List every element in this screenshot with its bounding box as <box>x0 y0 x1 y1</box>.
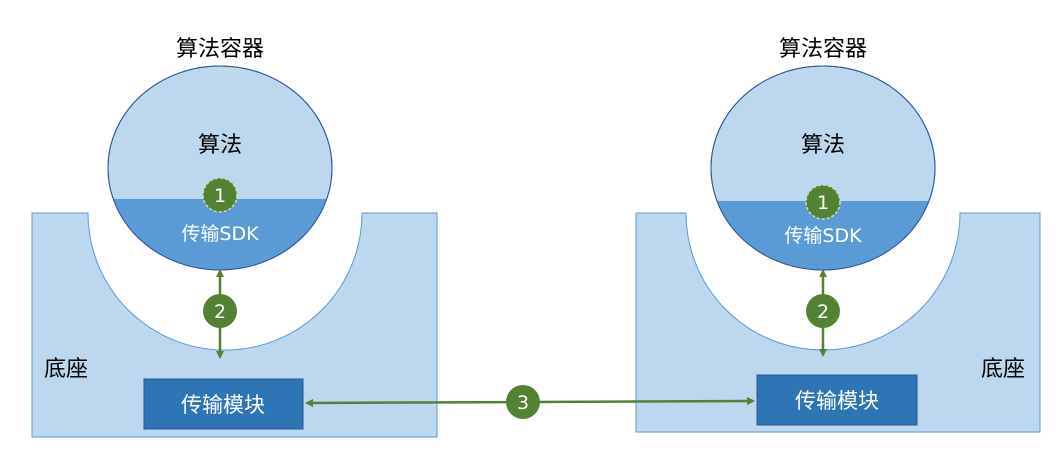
right-base-label: 底座 <box>981 357 1025 382</box>
left-algorithm-label: 算法 <box>198 133 242 158</box>
right-badge-2 <box>806 294 840 328</box>
right-badge-1 <box>805 184 841 220</box>
left-base-label: 底座 <box>44 357 88 382</box>
right-module-label: 传输模块 <box>795 389 879 413</box>
right-sdk-label: 传输SDK <box>784 225 862 247</box>
left-badge-1-label: 1 <box>214 185 226 207</box>
right-algorithm-label: 算法 <box>801 133 845 158</box>
link-group: 3 <box>305 385 755 419</box>
left-badge-2-label: 2 <box>214 301 226 323</box>
left-transmission-module <box>143 378 304 430</box>
left-base <box>31 212 438 438</box>
link-badge-3 <box>506 385 540 419</box>
link-badge-3-label: 3 <box>517 392 529 414</box>
left-container-label: 算法容器 <box>176 37 264 62</box>
left-group: 算法容器 算法 传输SDK 底座 传输模块 1 2 <box>31 37 438 438</box>
left-badge-2 <box>203 294 237 328</box>
right-transmission-module <box>756 374 918 426</box>
right-badge-2-label: 2 <box>817 301 829 323</box>
right-base <box>635 212 1041 433</box>
left-badge-1 <box>202 177 238 213</box>
right-container-label: 算法容器 <box>779 37 867 62</box>
left-sdk-label: 传输SDK <box>181 223 259 245</box>
right-group: 算法容器 算法 传输SDK 底座 传输模块 1 2 <box>635 37 1041 433</box>
right-badge-1-label: 1 <box>817 192 829 214</box>
left-module-label: 传输模块 <box>181 393 265 417</box>
